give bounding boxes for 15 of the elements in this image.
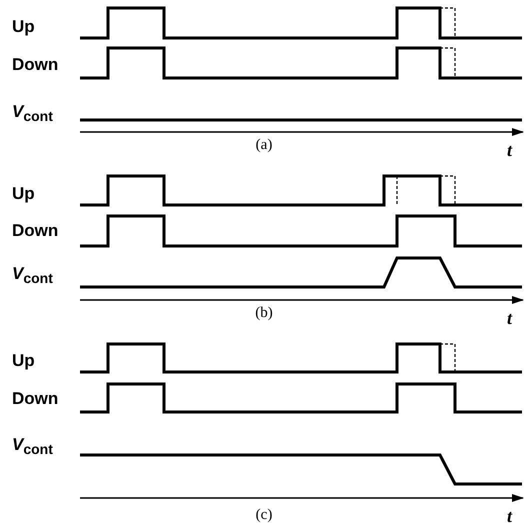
signal-label: Down (12, 55, 58, 75)
axis-label: t (507, 308, 512, 328)
signal-label: V$_{cont}$ (12, 264, 53, 288)
signal-label: V$_{cont}$ (12, 435, 53, 459)
signal-label: V$_{cont}$ (12, 102, 53, 126)
signal-label: Down (12, 389, 58, 409)
signal-label: Down (12, 221, 58, 241)
axis-label: t (507, 140, 512, 160)
signal-label: Up (12, 184, 35, 204)
panel-caption: (c) (256, 506, 272, 523)
signal-label: Up (12, 17, 35, 37)
signal-label: Up (12, 351, 35, 371)
panel-caption: (a) (256, 136, 272, 154)
panel-caption: (b) (255, 304, 273, 322)
axis-label: t (507, 506, 512, 523)
